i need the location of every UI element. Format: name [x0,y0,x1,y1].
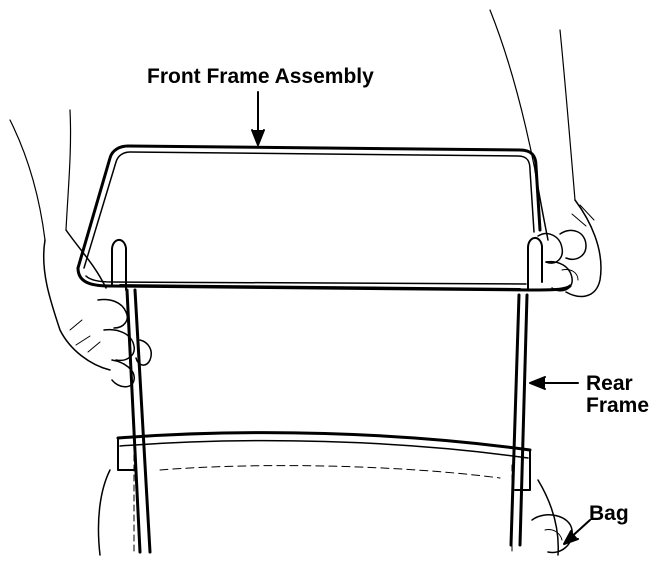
front-frame-drawing [78,146,570,290]
label-bag: Bag [589,502,629,525]
front-frame-arrow [252,92,264,145]
label-front-frame-assembly: Front Frame Assembly [147,65,374,88]
right-hand-drawing [490,10,601,296]
rear-frame-arrow [530,377,578,389]
label-rear-frame-line2: Frame [586,394,650,417]
label-rear-frame: Rear Frame [586,373,649,417]
bag-drawing [98,433,572,555]
rear-frame-drawing [112,238,542,552]
left-hand-drawing [10,110,151,387]
bag-arrow [564,520,590,544]
label-rear-frame-line1: Rear [586,372,633,395]
